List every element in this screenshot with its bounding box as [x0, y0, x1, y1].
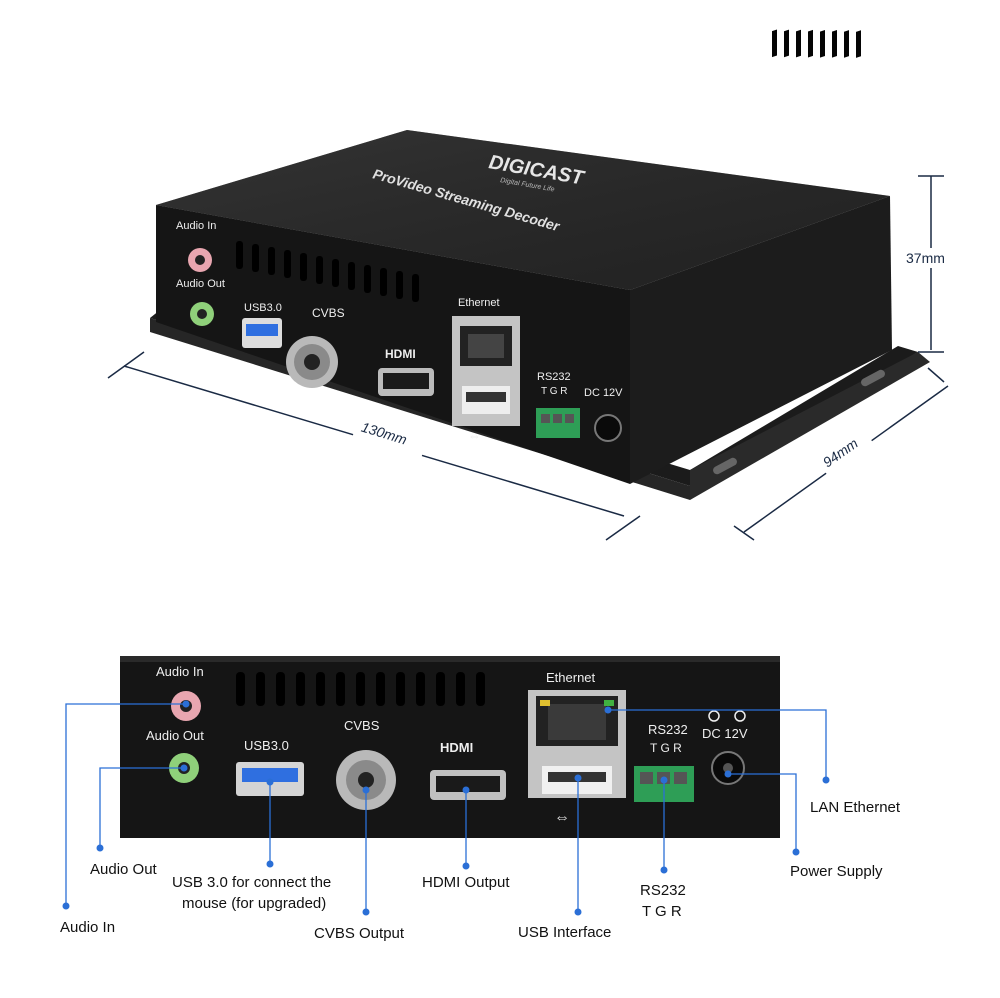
front-panel-body	[120, 656, 780, 838]
device-3d-view: DIGICAST Digital Future Life ProVideo St…	[150, 29, 930, 500]
fp-label-audio-in: Audio In	[156, 664, 204, 679]
callout-usb-interface: USB Interface	[518, 924, 611, 941]
dim-height: 37mm	[906, 250, 945, 266]
side-vents	[772, 29, 861, 58]
fp-label-hdmi: HDMI	[440, 740, 473, 755]
callout-usb-line1: USB 3.0 for connect the	[172, 874, 331, 891]
svg-text:⇔: ⇔	[554, 809, 570, 826]
fp-label-tgr: T G R	[650, 741, 682, 755]
svg-text:⇔: ⇔	[468, 428, 481, 443]
fp-label-rs232: RS232	[648, 722, 688, 737]
callout-audio-in: Audio In	[60, 919, 115, 936]
label-usb3: USB3.0	[244, 302, 282, 314]
label-hdmi: HDMI	[385, 347, 416, 361]
fp-label-ethernet: Ethernet	[546, 670, 596, 685]
label-audio-in: Audio In	[176, 220, 216, 232]
callout-usb-line2: mouse (for upgraded)	[182, 895, 326, 912]
front-panel-vents	[236, 672, 485, 706]
callout-lan-ethernet: LAN Ethernet	[810, 799, 901, 816]
fp-label-cvbs: CVBS	[344, 718, 380, 733]
callout-audio-out: Audio Out	[90, 861, 158, 878]
label-ethernet: Ethernet	[458, 297, 500, 309]
front-vents	[236, 241, 419, 302]
callout-hdmi-output: HDMI Output	[422, 874, 510, 891]
callout-cvbs-output: CVBS Output	[314, 925, 405, 942]
callout-rs232-line2: T G R	[642, 903, 682, 920]
label-cvbs: CVBS	[312, 306, 345, 320]
callout-power-supply: Power Supply	[790, 863, 883, 880]
label-tgr: T G R	[541, 386, 567, 397]
front-panel-view: Audio In Audio Out USB3.0 CVBS HDMI Ethe…	[120, 656, 780, 838]
fp-label-dc12v: DC 12V	[702, 726, 748, 741]
callout-dots	[62, 700, 830, 916]
dc-power-jack	[594, 414, 622, 442]
label-dc12v: DC 12V	[584, 387, 623, 399]
label-rs232: RS232	[537, 371, 571, 383]
fp-label-usb3: USB3.0	[244, 738, 289, 753]
fp-label-audio-out: Audio Out	[146, 728, 204, 743]
callout-lines	[65, 703, 827, 912]
device-side-face	[630, 196, 892, 484]
callout-rs232-line1: RS232	[640, 882, 686, 899]
label-audio-out: Audio Out	[176, 278, 225, 290]
